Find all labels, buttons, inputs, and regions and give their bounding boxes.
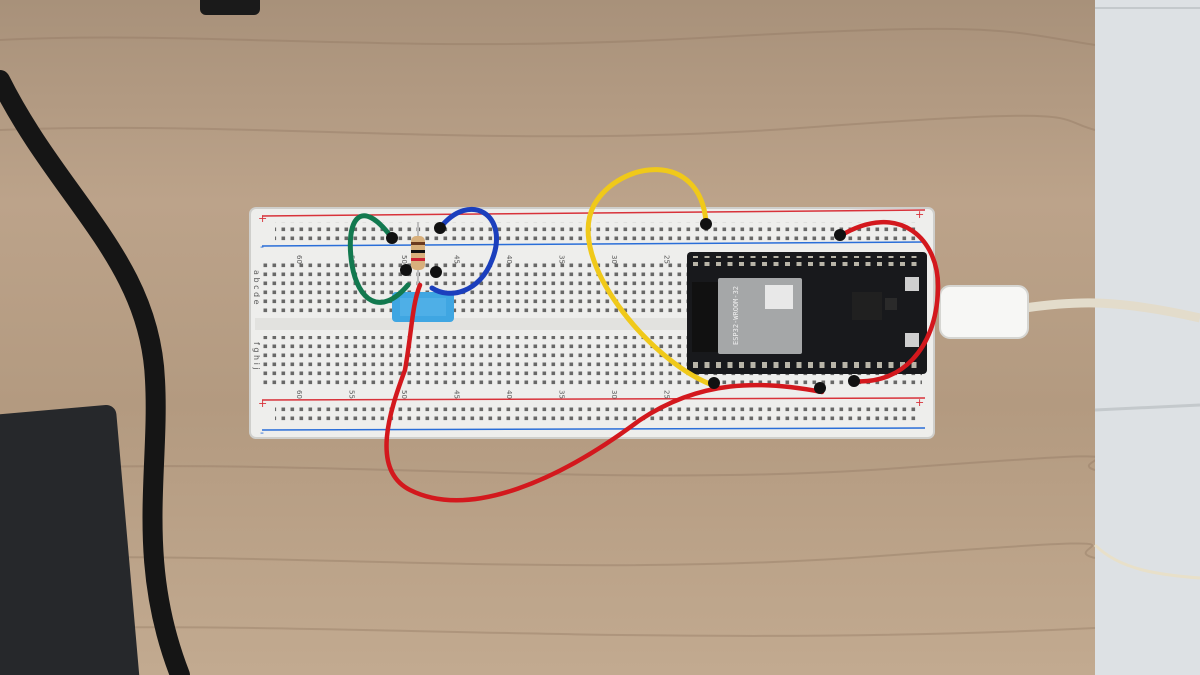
tile-joint (1094, 403, 1200, 412)
column-number: 30 (610, 255, 618, 264)
black-object-top (200, 0, 260, 15)
column-number: 30 (610, 390, 618, 399)
rail-minus-bottom: - (260, 426, 264, 439)
wires (347, 167, 941, 503)
yellow-wire (585, 167, 713, 387)
rail-plus-bottom: + (258, 397, 267, 410)
column-number: 35 (558, 390, 566, 399)
column-number: 25 (663, 255, 671, 264)
column-number: 45 (453, 255, 461, 264)
rail-plus-top: + (258, 212, 267, 225)
column-number: 50 (400, 390, 408, 399)
green-wire (347, 213, 411, 305)
column-number: 45 (453, 390, 461, 399)
red-wire-right (837, 219, 941, 384)
row-letters-bottom: f g h i j (252, 342, 261, 370)
column-number: 40 (505, 390, 513, 399)
wire-plugs (386, 218, 860, 394)
rail-plus-top-right: + (915, 208, 924, 221)
esp32-board (687, 252, 927, 374)
column-number: 50 (400, 255, 408, 264)
blue-wire (429, 207, 499, 296)
column-number: 35 (558, 255, 566, 264)
wall-tile (1095, 0, 1200, 675)
row-letters-top: a b c d e (252, 270, 261, 305)
resistor (411, 222, 425, 290)
rail-plus-bottom-right: + (915, 396, 924, 409)
column-number: 40 (505, 255, 513, 264)
board-model-label: ESP32-WROOM-32 (732, 286, 740, 345)
red-wire-long (384, 282, 825, 503)
black-device (0, 405, 140, 675)
column-number: 25 (663, 390, 671, 399)
column-numbers-bottom: 60 55 50 45 40 35 30 25 (295, 390, 671, 399)
column-number: 60 (295, 255, 303, 264)
column-number: 55 (348, 390, 356, 399)
black-cable (0, 70, 190, 675)
usb-cable (939, 285, 1200, 580)
rail-minus-top: - (260, 240, 264, 253)
column-number: 60 (295, 390, 303, 399)
dht-sensor (392, 292, 454, 322)
